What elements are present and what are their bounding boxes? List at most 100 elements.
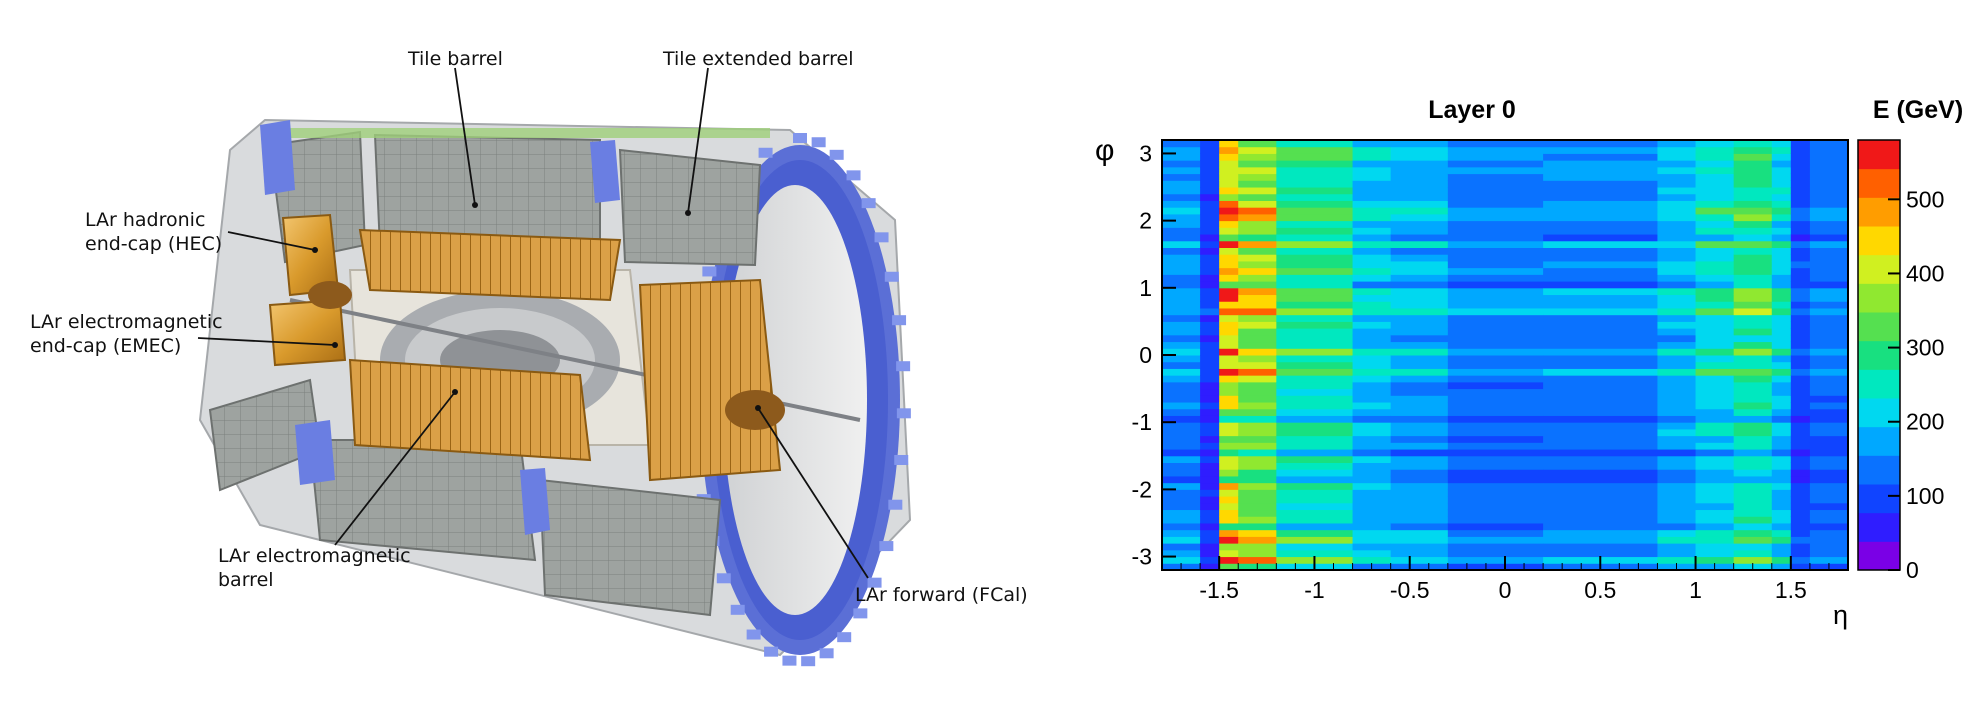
heatmap-cell [1790, 543, 1811, 551]
heatmap-cell [1390, 348, 1449, 356]
heatmap-cell [1390, 543, 1449, 551]
end-ring-tooth [867, 577, 882, 588]
heatmap-cell [1200, 328, 1220, 336]
heatmap-cell [1276, 207, 1354, 215]
end-ring-tooth [896, 361, 911, 372]
heatmap-cell [1219, 227, 1239, 235]
heatmap-cell [1352, 247, 1392, 255]
heatmap-cell [1771, 428, 1792, 437]
heatmap-cell [1276, 160, 1354, 168]
heatmap-cell [1790, 140, 1811, 148]
heatmap-cell [1238, 469, 1277, 477]
heatmap-cell [1352, 422, 1392, 430]
heatmap-cell [1771, 187, 1792, 195]
heatmap-cell [1352, 496, 1392, 504]
heatmap-cell [1733, 294, 1773, 302]
heatmap-cell [1352, 287, 1392, 296]
heatmap-cell [1543, 428, 1658, 437]
heatmap-cell [1771, 475, 1792, 484]
heatmap-cell [1809, 415, 1849, 423]
heatmap-cell [1390, 428, 1449, 437]
heatmap-cell [1219, 516, 1239, 524]
heatmap-cell [1733, 435, 1773, 443]
heatmap-cell [1695, 529, 1735, 537]
heatmap-cell [1657, 301, 1697, 309]
heatmap-cell [1543, 516, 1658, 524]
heatmap-cell [1219, 301, 1239, 309]
heatmap-cell [1771, 496, 1792, 504]
heatmap-cell [1733, 355, 1773, 363]
heatmap-cell [1733, 274, 1773, 282]
x-tick-label: 1.5 [1775, 577, 1807, 603]
heatmap-cell [1390, 475, 1449, 484]
heatmap-cell [1219, 381, 1239, 390]
heatmap-cell [1733, 462, 1773, 470]
colorbar-swatch [1858, 455, 1900, 485]
heatmap-cell [1771, 388, 1792, 396]
heatmap-cell [1162, 140, 1201, 148]
heatmap-cell [1809, 475, 1849, 484]
heatmap-cell [1238, 234, 1277, 242]
heatmap-cell [1733, 140, 1773, 148]
colorbar-frame [1857, 139, 1901, 571]
end-ring-tooth [764, 646, 779, 657]
heatmap-cell [1447, 314, 1544, 322]
heatmap-cell [1733, 516, 1773, 524]
heatmap-cell [1771, 509, 1792, 517]
heatmap-cell [1657, 442, 1697, 450]
heatmap-cell [1733, 328, 1773, 336]
heatmap-cell [1352, 227, 1392, 235]
heatmap-cell [1352, 301, 1392, 309]
heatmap-cell [1200, 166, 1220, 175]
heatmap-cell [1200, 348, 1220, 356]
y-tick-label: -3 [1132, 544, 1152, 570]
heatmap-cell [1219, 166, 1239, 175]
heatmap-cell [1352, 516, 1392, 524]
heatmap-cell [1200, 334, 1220, 343]
heatmap-cell [1200, 200, 1220, 208]
heatmap-cell [1276, 267, 1354, 275]
heatmap-cell [1809, 341, 1849, 349]
heatmap-cell [1238, 455, 1277, 463]
heatmap-cell [1352, 522, 1392, 531]
heatmap-cell [1447, 428, 1544, 437]
heatmap-cell [1809, 509, 1849, 517]
heatmap-cell [1657, 274, 1697, 282]
heatmap-cell [1809, 260, 1849, 269]
heatmap-cell [1200, 274, 1220, 282]
heatmap-cell [1447, 375, 1544, 383]
heatmap-cell [1390, 274, 1449, 282]
heatmap-cell [1695, 408, 1735, 416]
heatmap-cell [1695, 489, 1735, 497]
heatmap-cell [1447, 234, 1544, 242]
heatmap-cell [1543, 442, 1658, 450]
heatmap-cell [1695, 140, 1735, 148]
heatmap-cell [1790, 556, 1811, 564]
heatmap-cell [1238, 388, 1277, 396]
heatmap-cell [1162, 375, 1201, 383]
heatmap-cell [1771, 140, 1792, 148]
heatmap-cell [1695, 166, 1735, 175]
heatmap-cell [1162, 462, 1201, 470]
heatmap-cell [1733, 200, 1773, 208]
heatmap-cell [1162, 422, 1201, 430]
heatmap-cell [1809, 368, 1849, 376]
heatmap-cell [1733, 388, 1773, 396]
heatmap-cell [1790, 287, 1811, 296]
heatmap-cell [1733, 455, 1773, 463]
heatmap-cell [1771, 314, 1792, 322]
heatmap-cell [1219, 193, 1239, 201]
heatmap-cell [1695, 254, 1735, 262]
heatmap-cell [1790, 180, 1811, 188]
heatmap-cell [1733, 227, 1773, 235]
heatmap-cell [1219, 549, 1239, 558]
heatmap-cell [1447, 475, 1544, 484]
heatmap-cell [1219, 408, 1239, 416]
heatmap-cell [1276, 529, 1354, 537]
heatmap-cell [1771, 529, 1792, 537]
heatmap-cell [1657, 267, 1697, 275]
heatmap-cell [1657, 502, 1697, 511]
heatmap-cell [1695, 402, 1735, 410]
heatmap-cell [1200, 227, 1220, 235]
heatmap-cell [1162, 529, 1201, 537]
